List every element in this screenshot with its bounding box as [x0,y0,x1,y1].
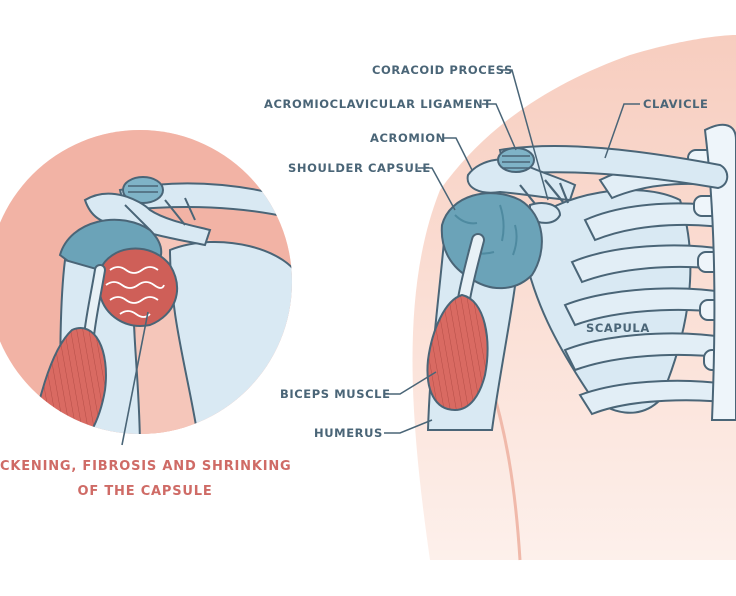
leader-shoulder-capsule [418,167,456,211]
label-clavicle: CLAVICLE [643,97,709,111]
costal-cartilage [687,123,736,421]
label-coracoid-process: CORACOID PROCESS [372,63,514,77]
caption-line-1: CKENING, FIBROSIS AND SHRINKING [0,459,292,474]
ac-joint [497,147,535,173]
label-scapula: SCAPULA [586,321,650,335]
leader-clavicle [604,103,640,159]
leader-lines [384,69,640,434]
leader-biceps-muscle [384,371,437,395]
label-humerus: HUMERUS [314,426,383,440]
label-shoulder-capsule: SHOULDER CAPSULE [288,161,431,175]
leader-acromion [444,137,473,171]
main-illustration [412,35,736,561]
zoom-inset [0,130,292,434]
label-biceps-muscle: BICEPS MUSCLE [280,387,391,401]
label-acromioclavicular-ligament: ACROMIOCLAVICULAR LIGAMENT [264,97,492,111]
caption-leader-line [121,311,149,446]
fibrotic-capsule [99,247,179,327]
leader-coracoid-process [500,69,549,201]
leader-humerus [384,419,433,434]
caption-line-2: OF THE CAPSULE [77,484,213,499]
label-acromion: ACROMION [370,131,446,145]
leader-acromioclavicular-ligament [482,103,517,151]
biceps-muscle [426,293,489,412]
clavicle [498,144,729,190]
